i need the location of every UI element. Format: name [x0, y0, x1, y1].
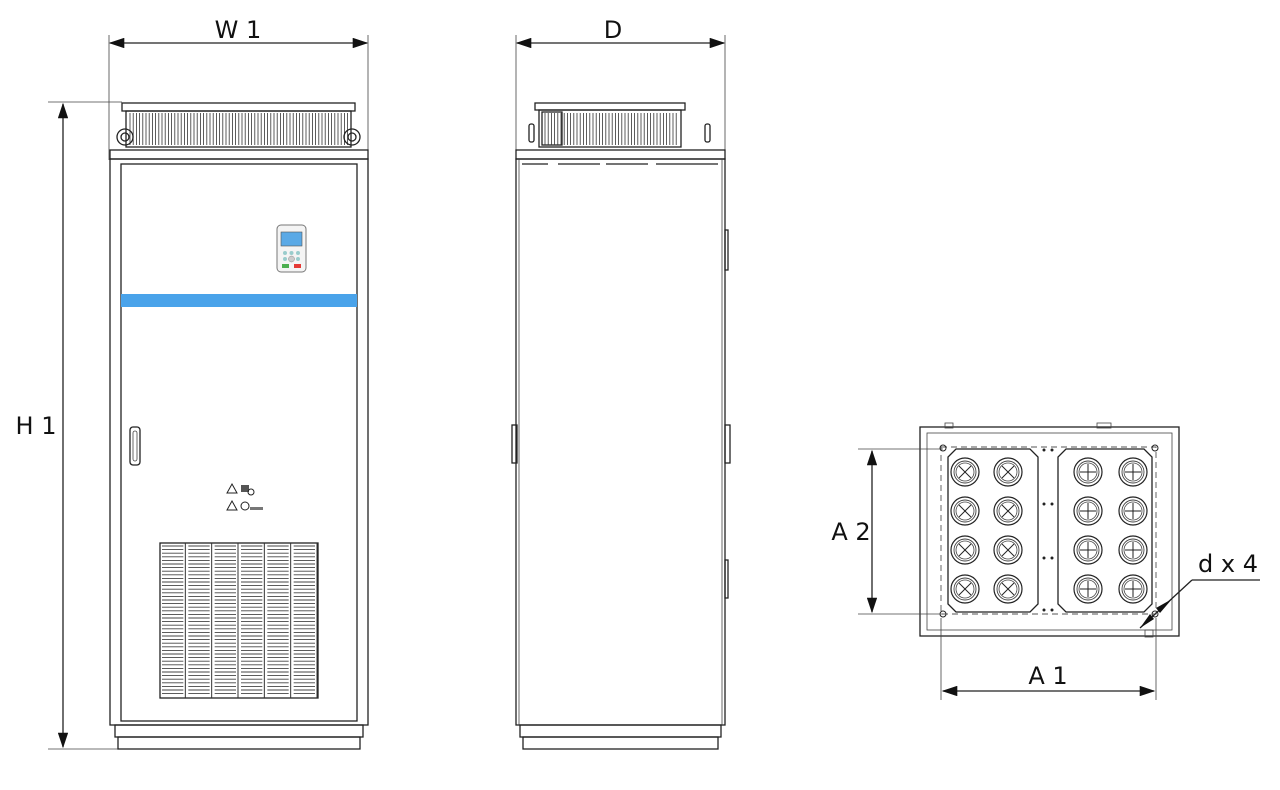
- cabinet-plinth: [114, 724, 364, 738]
- warning-labels: [226, 482, 263, 511]
- side-fan-hood: [528, 102, 711, 148]
- side-view: D: [511, 16, 731, 750]
- top-fan-hood: [116, 102, 361, 148]
- keypad-panel: [276, 224, 307, 273]
- h1-label: H 1: [16, 412, 57, 440]
- right-gland-plate: [1057, 448, 1153, 613]
- cabinet-body: [109, 158, 369, 726]
- cabinet-door: [120, 163, 358, 722]
- bottom-view: A 2 A 1 d x 4: [831, 422, 1260, 700]
- d-label: D: [604, 16, 622, 44]
- base-frame: [919, 426, 1180, 637]
- warning-triangle-icon: [226, 499, 238, 511]
- side-top-frame: [515, 149, 726, 160]
- a1-label: A 1: [1028, 662, 1067, 690]
- warning-triangle-icon: [226, 482, 238, 494]
- left-gland-plate: [947, 448, 1039, 613]
- blue-stripe: [121, 294, 357, 307]
- cabinet-top-frame: [109, 149, 369, 160]
- front-view: W 1 H 1: [16, 16, 369, 750]
- a2-label: A 2: [831, 518, 870, 546]
- side-body: [515, 158, 726, 726]
- hole-label: d x 4: [1198, 550, 1258, 578]
- w1-label: W 1: [215, 16, 262, 44]
- door-handle[interactable]: [129, 426, 141, 466]
- ventilation-grille: [159, 542, 319, 699]
